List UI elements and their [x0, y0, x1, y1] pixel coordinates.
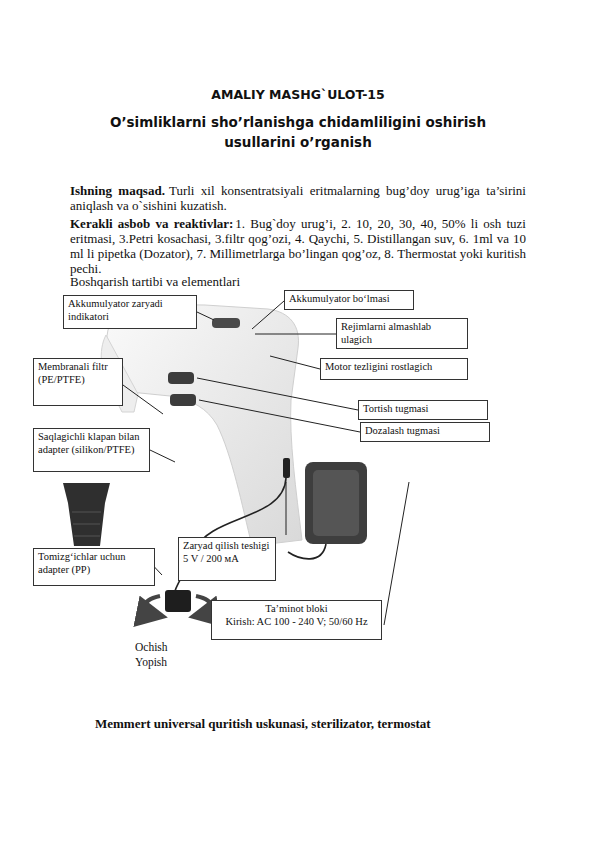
- callout-box: Tortish tugmasi: [358, 400, 488, 420]
- callout-text: Membranali filtr (PE/PTFE): [38, 361, 118, 386]
- rotation-label: Yopish: [135, 656, 167, 668]
- section-label: Boshqarish tartibi va elementlari: [70, 274, 240, 290]
- valve-piece: [165, 590, 191, 612]
- leader-lines: [123, 301, 409, 625]
- section-heading: O’simliklarni sho’rlanishga chidamliligi…: [78, 113, 518, 152]
- button: [168, 372, 194, 384]
- callout-box: Akkumulyator zaryadi indikatori: [63, 295, 197, 329]
- callout-box: Rejimlarni almashlab ulagich: [336, 318, 468, 349]
- callout-box: Membranali filtr (PE/PTFE): [33, 358, 123, 406]
- paragraph: Ishning maqsad.Turli xil konsentratsiyal…: [70, 183, 526, 213]
- callout-box: Dozalash tugmasi: [360, 422, 490, 442]
- callout-box: Motor tezligini rostlagich: [320, 358, 468, 380]
- rotate-arrow: [196, 596, 211, 616]
- callout-text: Kirish: AC 100 - 240 V; 50/60 Hz: [216, 616, 377, 629]
- plug: [283, 458, 290, 478]
- callout-text: Zaryad qilish teshigi 5 V / 200 мА: [183, 540, 271, 565]
- rotation-label: Ochish: [135, 641, 168, 653]
- paragraph: Kerakli asbob va reaktivlar:1. Bug`doy u…: [70, 216, 526, 276]
- callout-text: Dozalash tugmasi: [365, 425, 485, 438]
- cable: [174, 478, 286, 595]
- callout-box: Tomizg‘ichlar uchun adapter (PP): [33, 548, 155, 586]
- callout-box: Ta’minot blokiKirish: AC 100 - 240 V; 50…: [211, 600, 382, 640]
- caption: Memmert universal quritish uskunasi, ste…: [95, 716, 431, 732]
- callout-text: Saqlagichli klapan bilan adapter (siliko…: [38, 431, 145, 456]
- callout-text: Akkumulyator bo‘lmasi: [289, 293, 409, 306]
- callout-text: Rejimlarni almashlab ulagich: [341, 321, 463, 346]
- cable: [288, 544, 326, 559]
- indicator: [212, 318, 240, 328]
- power-supply: [305, 462, 367, 544]
- power-supply-face: [313, 470, 359, 536]
- page-title: AMALIY MASHG`ULOT-15: [0, 87, 596, 102]
- callout-box: Zaryad qilish teshigi 5 V / 200 мА: [178, 537, 276, 581]
- pipette-body: [106, 305, 302, 546]
- callout-text: Akkumulyator zaryadi indikatori: [68, 298, 192, 323]
- callout-box: Saqlagichli klapan bilan adapter (siliko…: [33, 428, 150, 472]
- callout-text: Ta’minot bloki: [216, 603, 377, 616]
- callout-text: Tortish tugmasi: [363, 403, 483, 416]
- bold-lead: Kerakli asbob va reaktivlar:: [70, 216, 233, 231]
- bold-lead: Ishning maqsad.: [70, 183, 165, 198]
- callout-text: Motor tezligini rostlagich: [325, 361, 463, 374]
- button: [170, 394, 196, 406]
- tip-adapter: [63, 483, 110, 546]
- callout-box: Akkumulyator bo‘lmasi: [284, 290, 414, 310]
- rotate-arrow: [145, 596, 160, 616]
- callout-text: Tomizg‘ichlar uchun adapter (PP): [38, 551, 150, 576]
